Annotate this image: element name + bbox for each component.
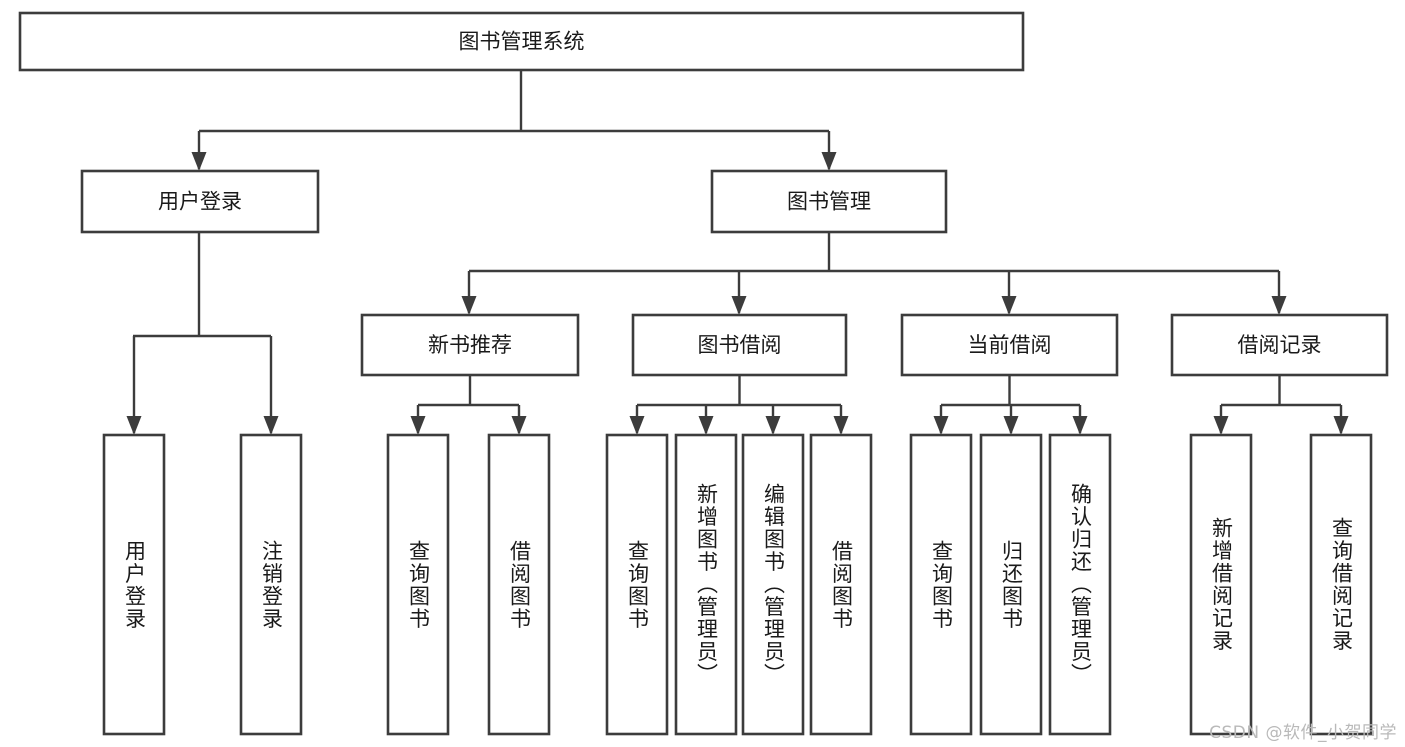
node-leaf-borrow-query-box[interactable] — [605, 433, 669, 736]
node-book-borrow-box[interactable] — [631, 313, 848, 377]
arrow-to-leaf-rec-search — [1333, 416, 1349, 435]
arrow-to-leaf-rec-borrow — [511, 416, 527, 435]
node-leaf-cur-return-box[interactable] — [979, 433, 1043, 736]
node-leaf-user-login-box[interactable] — [102, 433, 166, 736]
arrow-to-leaf-cur-confirm — [1072, 416, 1088, 435]
node-leaf-cur-query-box[interactable] — [909, 433, 973, 736]
node-leaf-cur-confirm-box[interactable] — [1048, 433, 1112, 736]
arrow-to-leaf-borrow-add — [698, 416, 714, 435]
node-user-login-label: 用户登录 — [158, 190, 242, 214]
arrow-to-book-manage — [821, 152, 837, 171]
node-leaf-rec-add-box[interactable] — [1189, 433, 1253, 736]
arrow-to-leaf-borrow-lend — [833, 416, 849, 435]
node-leaf-user-logout-box[interactable] — [239, 433, 303, 736]
node-root-box[interactable] — [18, 11, 1025, 72]
arrow-to-leaf-borrow-query — [629, 416, 645, 435]
node-leaf-rec-borrow-box[interactable] — [487, 433, 551, 736]
arrow-to-leaf-rec-query — [410, 416, 426, 435]
node-leaf-borrow-edit-box[interactable] — [741, 433, 805, 736]
node-book-manage-box[interactable] — [710, 169, 948, 234]
arrow-to-leaf-user-login — [126, 416, 142, 435]
arrow-to-current-borrow — [1001, 296, 1017, 315]
node-borrow-record-box[interactable] — [1170, 313, 1389, 377]
node-root-label: 图书管理系统 — [459, 30, 585, 54]
node-user-login-box[interactable] — [80, 169, 320, 234]
arrow-to-leaf-user-logout — [263, 416, 279, 435]
node-leaf-rec-query-box[interactable] — [386, 433, 450, 736]
node-leaf-borrow-lend-box[interactable] — [809, 433, 873, 736]
node-book-borrow-label: 图书借阅 — [698, 333, 782, 357]
node-current-borrow-label: 当前借阅 — [968, 333, 1052, 357]
node-leaf-borrow-add-box[interactable] — [674, 433, 738, 736]
node-leaf-rec-search-box[interactable] — [1309, 433, 1373, 736]
arrow-to-leaf-borrow-edit — [765, 416, 781, 435]
arrow-to-new-book-rec — [461, 296, 477, 315]
arrow-to-user-login — [191, 152, 207, 171]
arrow-to-book-borrow — [731, 296, 747, 315]
watermark-text: CSDN @软件_小贺同学 — [1209, 723, 1397, 743]
node-book-manage-label: 图书管理 — [787, 190, 871, 214]
arrow-to-leaf-cur-return — [1003, 416, 1019, 435]
arrow-to-leaf-rec-add — [1213, 416, 1229, 435]
arrow-to-borrow-record — [1271, 296, 1287, 315]
node-new-book-rec-label: 新书推荐 — [428, 333, 512, 357]
node-borrow-record-label: 借阅记录 — [1238, 333, 1322, 357]
arrow-to-leaf-cur-query — [933, 416, 949, 435]
